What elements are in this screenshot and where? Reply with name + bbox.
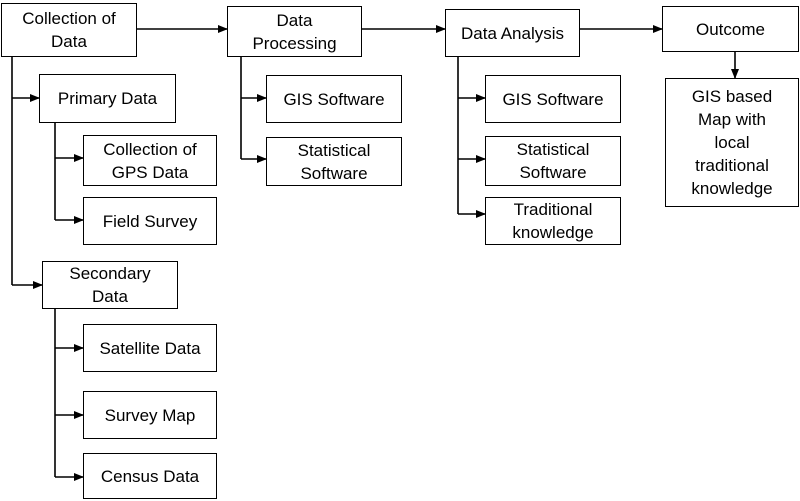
secondary-data-box: Secondary Data xyxy=(42,261,178,309)
processing-statistical-software-box: Statistical Software xyxy=(266,137,402,186)
traditional-knowledge-box: Traditional knowledge xyxy=(485,197,621,245)
field-survey-box: Field Survey xyxy=(83,197,217,245)
gis-based-map-box: GIS based Map with local traditional kno… xyxy=(665,78,799,207)
analysis-statistical-software-box: Statistical Software xyxy=(485,136,621,186)
census-data-box: Census Data xyxy=(83,453,217,499)
data-processing-box: Data Processing xyxy=(227,6,362,57)
satellite-data-box: Satellite Data xyxy=(83,324,217,372)
analysis-gis-software-box: GIS Software xyxy=(485,75,621,123)
gps-data-box: Collection of GPS Data xyxy=(83,135,217,186)
collection-of-data-box: Collection of Data xyxy=(1,3,137,57)
survey-map-box: Survey Map xyxy=(83,391,217,439)
processing-gis-software-box: GIS Software xyxy=(266,75,402,123)
primary-data-box: Primary Data xyxy=(39,74,176,123)
data-analysis-box: Data Analysis xyxy=(445,9,580,57)
outcome-box: Outcome xyxy=(662,6,799,52)
